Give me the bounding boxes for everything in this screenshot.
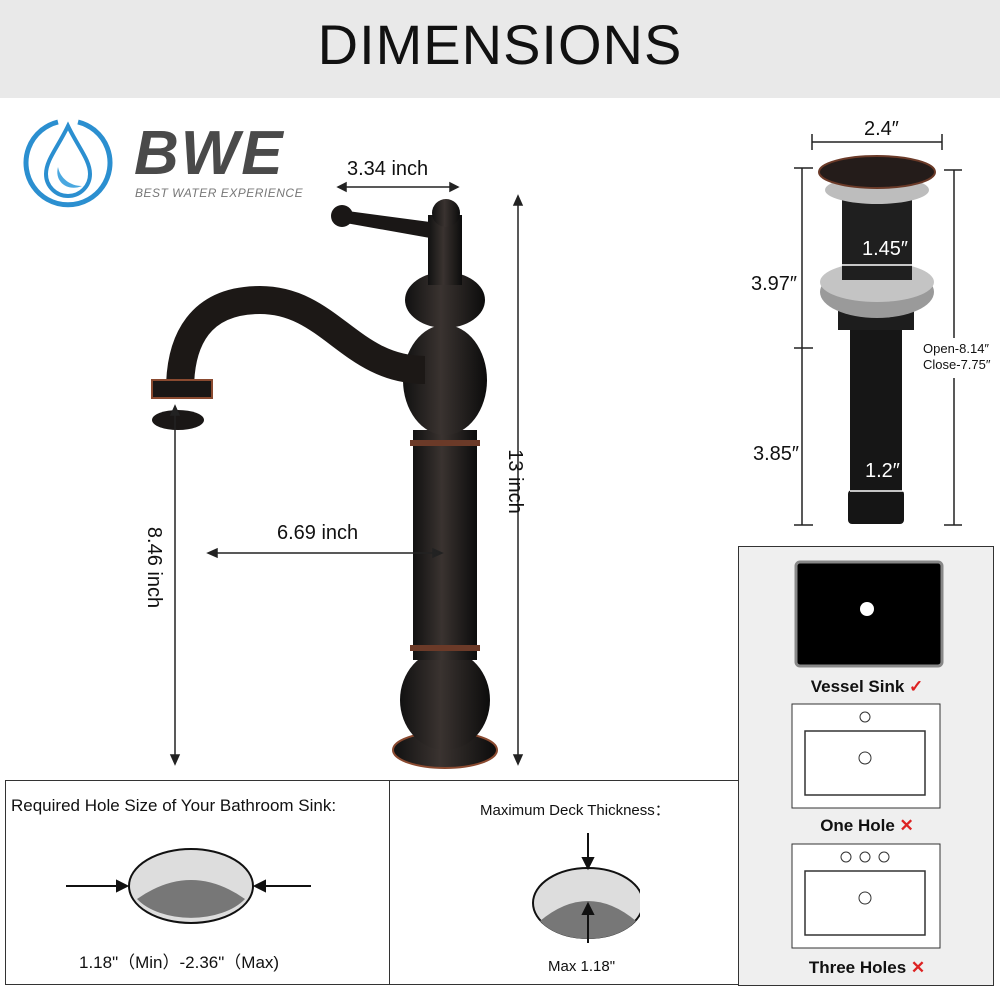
drain-open-length-label: Open-8.14″ bbox=[923, 341, 990, 356]
faucet-illustration bbox=[151, 181, 524, 769]
drain-lower-height-label: 3.85″ bbox=[753, 443, 800, 465]
spout-reach-label: 6.69 inch bbox=[277, 522, 359, 544]
sink-type-vessel: Vessel Sink ✓ bbox=[810, 677, 924, 696]
deck-thickness-title: Maximum Deck Thickness： bbox=[480, 802, 670, 819]
water-drop-logo-icon bbox=[23, 119, 113, 208]
header-band bbox=[0, 0, 1000, 98]
hole-size-title: Required Hole Size of Your Bathroom Sink… bbox=[11, 796, 337, 815]
hole-size-panel: Required Hole Size of Your Bathroom Sink… bbox=[5, 780, 390, 985]
drain-pipe-diameter-label: 1.2″ bbox=[865, 460, 900, 482]
deck-diagram-icon bbox=[532, 833, 640, 943]
one-hole-sink-icon bbox=[791, 703, 941, 809]
vessel-sink-icon bbox=[794, 560, 944, 668]
hole-diagram-icon bbox=[66, 848, 311, 924]
brand-name: BWE bbox=[134, 119, 285, 188]
faucet-height-label: 13 inch bbox=[503, 449, 526, 514]
cross-icon: ✕ bbox=[910, 958, 926, 977]
sink-type-panel: Vessel Sink ✓ One Hole ✕ Three Holes ✕ bbox=[738, 546, 994, 986]
handle-width-label: 3.34 inch bbox=[347, 158, 429, 180]
hole-size-range: 1.18"（Min）-2.36"（Max) bbox=[79, 953, 280, 972]
spout-height-label: 8.46 inch bbox=[143, 526, 166, 609]
pop-up-drain-illustration bbox=[794, 134, 965, 526]
brand-tagline: BEST WATER EXPERIENCE bbox=[135, 186, 304, 200]
drain-top-diameter-label: 2.4″ bbox=[864, 118, 899, 140]
three-holes-sink-icon bbox=[791, 843, 941, 949]
cross-icon: ✕ bbox=[899, 816, 914, 835]
sink-type-three-holes: Three Holes ✕ bbox=[808, 958, 926, 977]
sink-type-one-hole: One Hole ✕ bbox=[820, 816, 914, 835]
drain-upper-height-label: 3.97″ bbox=[751, 273, 798, 295]
deck-thickness-value: Max 1.18" bbox=[548, 958, 616, 975]
drain-thread-diameter-label: 1.45″ bbox=[862, 238, 909, 260]
drain-close-length-label: Close-7.75″ bbox=[923, 357, 991, 372]
check-icon: ✓ bbox=[909, 677, 924, 696]
page-title: DIMENSIONS bbox=[317, 13, 683, 76]
deck-thickness-panel: Maximum Deck Thickness： Max 1.18" bbox=[389, 780, 739, 985]
